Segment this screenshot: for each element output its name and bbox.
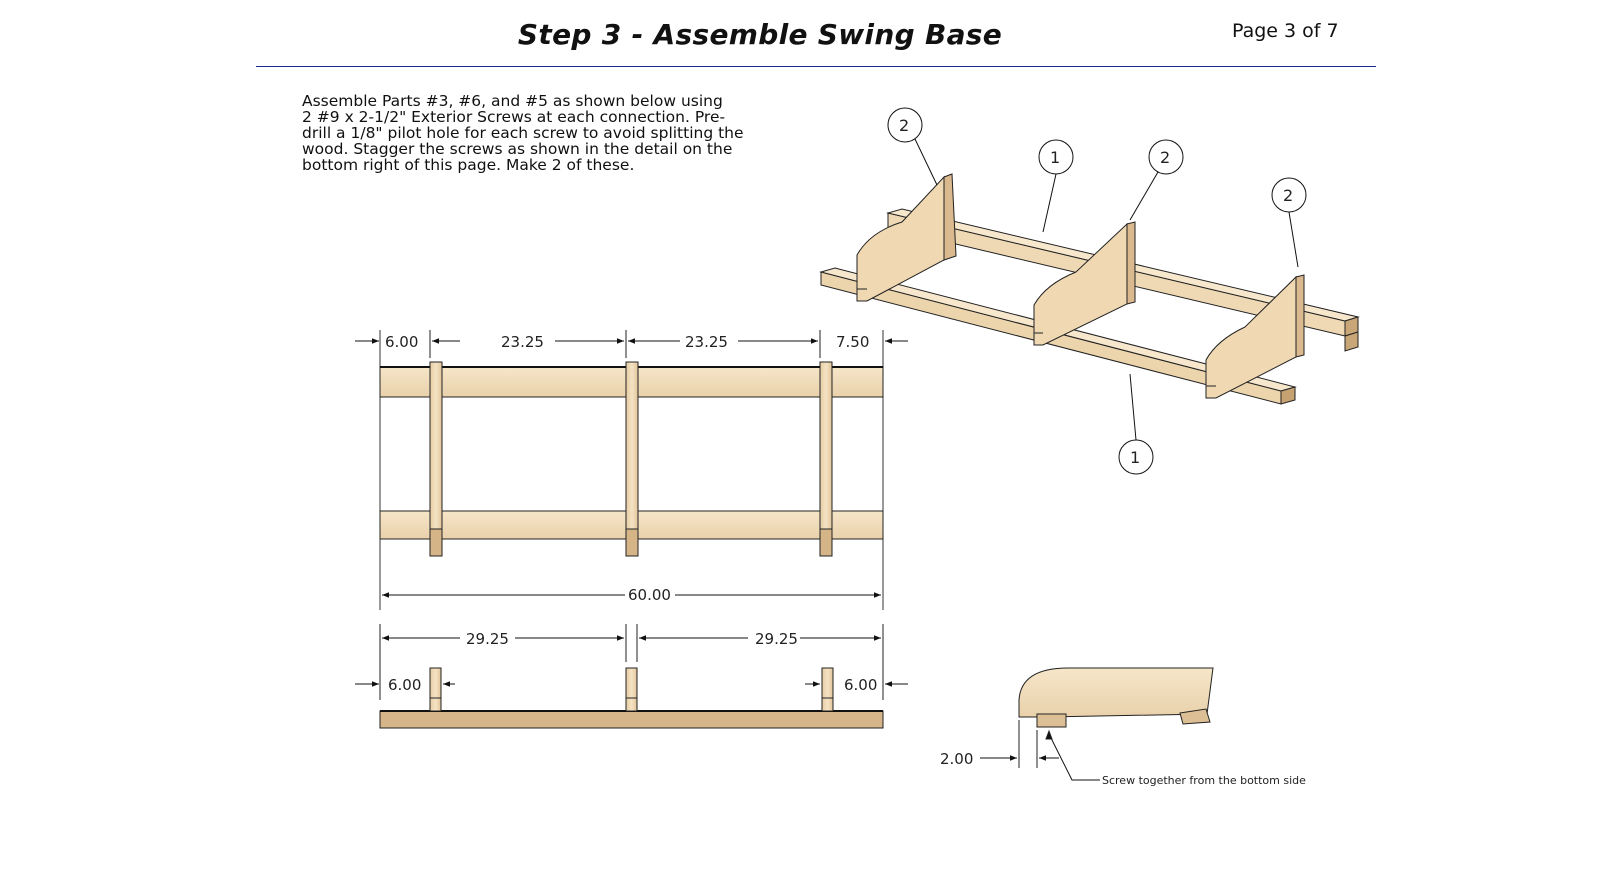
dim-detail-offset: 2.00 (940, 750, 973, 768)
part-balloons (887, 107, 1307, 475)
side-post-right (821, 667, 834, 712)
side-post-left (429, 667, 442, 712)
page-title: Step 3 - Assemble Swing Base (517, 18, 1003, 51)
dim-side-left: 6.00 (388, 676, 421, 694)
side-rail (379, 710, 884, 729)
support-right (819, 361, 833, 557)
balloon-label: 1 (1050, 148, 1060, 167)
dim-side-right: 6.00 (844, 676, 877, 694)
support-left (429, 361, 443, 557)
support-middle (625, 361, 639, 557)
dim-top-23-b: 23.25 (685, 333, 728, 351)
screw-detail (980, 667, 1214, 781)
instruction-line: wood. Stagger the screws as shown in the… (302, 140, 733, 158)
balloon-label: 2 (1283, 186, 1293, 205)
instruction-line: 2 #9 x 2-1/2" Exterior Screws at each co… (302, 108, 726, 126)
dim-side-29-b: 29.25 (755, 630, 798, 648)
side-dimensions (355, 635, 908, 687)
dim-side-29-a: 29.25 (466, 630, 509, 648)
detail-note: Screw together from the bottom side (1102, 774, 1306, 787)
header-rule (256, 66, 1376, 67)
top-view (379, 330, 884, 610)
isometric-view (819, 173, 1360, 405)
page-number: Page 3 of 7 (1232, 20, 1339, 42)
dim-overall: 60.00 (628, 586, 671, 604)
dim-top-6: 6.00 (385, 333, 418, 351)
side-post-middle (625, 667, 638, 712)
instruction-line: bottom right of this page. Make 2 of the… (302, 156, 635, 174)
instruction-line: drill a 1/8" pilot hole for each screw t… (302, 124, 744, 142)
instructions-text: Assemble Parts #3, #6, and #5 as shown b… (302, 93, 772, 173)
side-view (379, 624, 884, 729)
balloon-label: 2 (899, 116, 909, 135)
balloon-label: 1 (1130, 448, 1140, 467)
dim-top-7: 7.50 (836, 333, 869, 351)
instruction-line: Assemble Parts #3, #6, and #5 as shown b… (302, 92, 723, 110)
dim-top-23-a: 23.25 (501, 333, 544, 351)
balloon-label: 2 (1160, 148, 1170, 167)
